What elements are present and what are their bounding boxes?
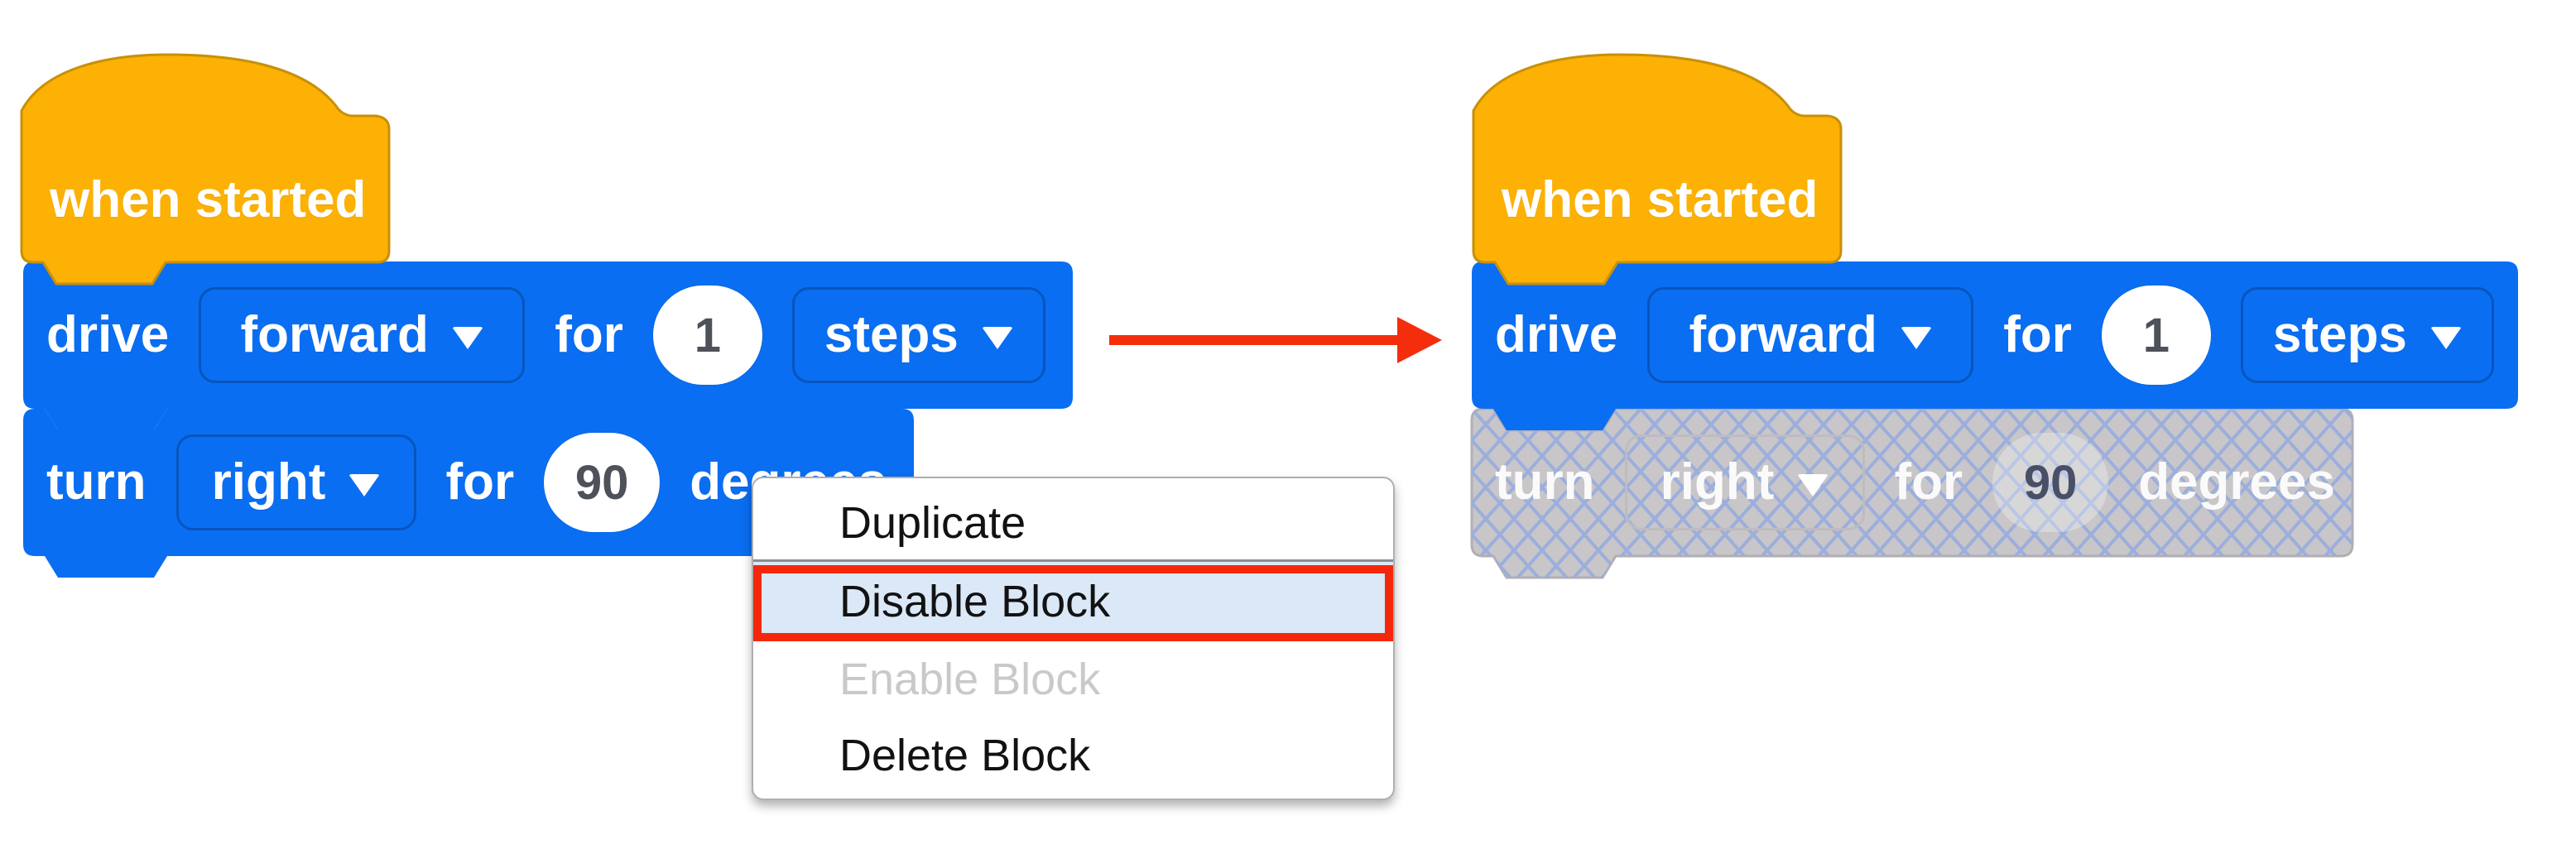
dropdown-arrow-icon bbox=[1900, 326, 1932, 349]
block-context-menu: Duplicate Disable Block Enable Block Del… bbox=[752, 477, 1395, 800]
dropdown-arrow-icon bbox=[451, 326, 483, 349]
arrow-line bbox=[1109, 335, 1401, 345]
dropdown-arrow-icon bbox=[981, 326, 1013, 349]
menu-item-label: Delete Block bbox=[839, 731, 1091, 780]
drive-distance-value: 1 bbox=[2142, 308, 2170, 362]
drive-unit-dropdown[interactable]: steps bbox=[2240, 287, 2494, 383]
menu-item-label: Disable Block bbox=[839, 577, 1111, 626]
disabled-block-shape bbox=[1470, 407, 2354, 579]
for-label: for bbox=[555, 306, 623, 363]
turn-block-shape bbox=[23, 409, 914, 578]
menu-divider bbox=[753, 559, 1393, 562]
drive-distance-value: 1 bbox=[694, 308, 721, 362]
menu-item-delete-block[interactable]: Delete Block bbox=[753, 717, 1393, 794]
menu-item-label: Enable Block bbox=[839, 655, 1101, 704]
menu-item-duplicate[interactable]: Duplicate bbox=[753, 487, 1393, 559]
drive-direction-value: forward bbox=[1689, 306, 1877, 363]
turn-angle-input[interactable]: 90 bbox=[1992, 433, 2109, 532]
drive-direction-value: forward bbox=[240, 306, 429, 363]
turn-direction-value: right bbox=[1660, 453, 1775, 511]
turn-block-label: turn bbox=[46, 453, 147, 511]
turn-block-label: turn bbox=[1495, 453, 1595, 511]
turn-angle-input[interactable]: 90 bbox=[544, 433, 661, 532]
turn-direction-dropdown[interactable]: right bbox=[175, 434, 416, 530]
hat-block-shape bbox=[20, 53, 391, 285]
drive-block-shape bbox=[23, 261, 1073, 430]
menu-item-disable-block[interactable]: Disable Block bbox=[753, 562, 1393, 641]
drive-block-shape bbox=[1472, 261, 2518, 430]
drive-block[interactable]: drive forward for 1 steps bbox=[1472, 261, 2518, 430]
when-started-hat-block[interactable]: when started bbox=[1472, 53, 1843, 285]
hat-block-shape bbox=[1472, 53, 1843, 285]
arrow-head-icon bbox=[1397, 317, 1442, 363]
hat-block-label: when started bbox=[1502, 171, 1819, 228]
for-label: for bbox=[1894, 453, 1963, 511]
for-label: for bbox=[2003, 306, 2072, 363]
drive-block[interactable]: drive forward for 1 steps bbox=[23, 261, 1073, 430]
dropdown-arrow-icon bbox=[1797, 473, 1829, 496]
degrees-label: degrees bbox=[2138, 453, 2335, 511]
hat-block-label: when started bbox=[50, 171, 367, 228]
transition-arrow bbox=[1109, 314, 1442, 367]
drive-direction-dropdown[interactable]: forward bbox=[1647, 287, 1974, 383]
menu-item-enable-block[interactable]: Enable Block bbox=[753, 641, 1393, 717]
drive-unit-value: steps bbox=[2272, 306, 2407, 363]
drive-block-label: drive bbox=[46, 306, 170, 363]
turn-direction-dropdown[interactable]: right bbox=[1624, 434, 1865, 530]
drive-block-label: drive bbox=[1495, 306, 1618, 363]
drive-unit-dropdown[interactable]: steps bbox=[791, 287, 1045, 383]
turn-block-disabled[interactable]: turn right for 90 degrees bbox=[1470, 407, 2354, 579]
turn-angle-value: 90 bbox=[2023, 455, 2078, 510]
dropdown-arrow-icon bbox=[2429, 326, 2462, 349]
when-started-hat-block[interactable]: when started bbox=[20, 53, 391, 285]
turn-direction-value: right bbox=[211, 453, 326, 511]
turn-angle-value: 90 bbox=[574, 455, 629, 510]
for-label: for bbox=[445, 453, 515, 511]
turn-block[interactable]: turn right for 90 degrees bbox=[23, 409, 914, 578]
dropdown-arrow-icon bbox=[348, 473, 381, 496]
menu-item-label: Duplicate bbox=[839, 498, 1026, 548]
drive-direction-dropdown[interactable]: forward bbox=[199, 287, 526, 383]
drive-unit-value: steps bbox=[824, 306, 959, 363]
drive-distance-input[interactable]: 1 bbox=[2101, 285, 2211, 385]
drive-distance-input[interactable]: 1 bbox=[652, 285, 762, 385]
